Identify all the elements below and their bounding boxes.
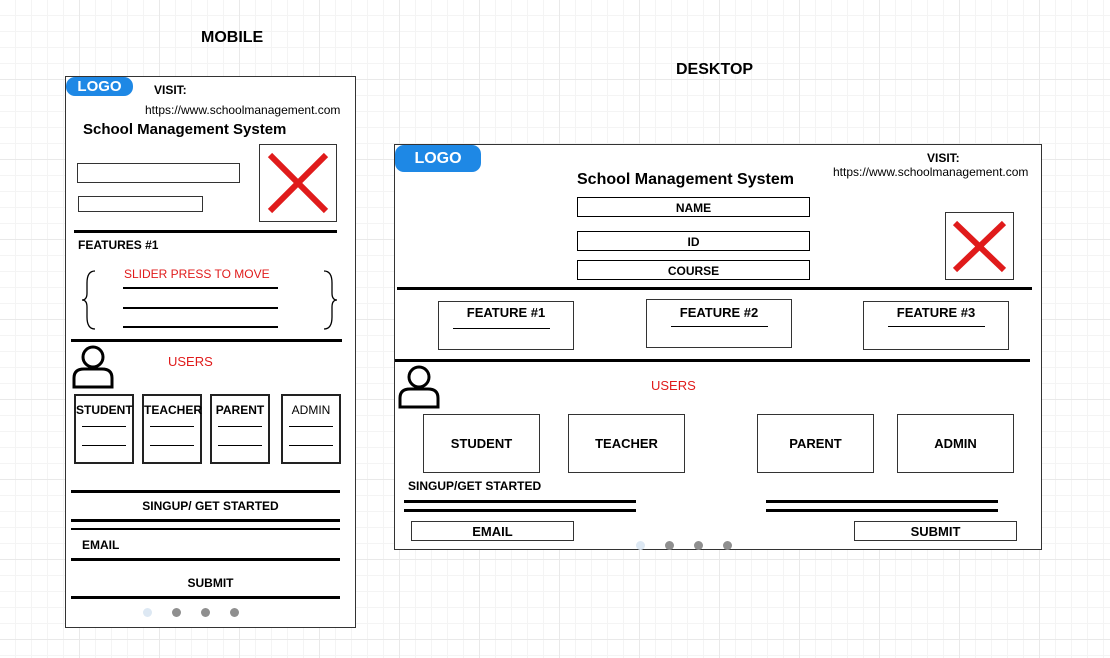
card-label: PARENT <box>215 403 265 417</box>
features-heading: FEATURES #1 <box>78 238 159 252</box>
left-brace-icon <box>81 270 96 330</box>
slider-hint: SLIDER PRESS TO MOVE <box>124 267 270 281</box>
slider-line[interactable] <box>123 326 278 328</box>
feature-label: FEATURE #2 <box>679 305 759 320</box>
site-url-link[interactable]: https://www.schoolmanagement.com <box>833 165 1029 179</box>
divider <box>71 596 340 599</box>
text-input[interactable] <box>78 196 203 212</box>
user-icon <box>398 365 440 409</box>
page-title: School Management System <box>83 121 287 138</box>
close-icon <box>267 152 329 214</box>
users-label: USERS <box>651 378 696 393</box>
pager-dot[interactable] <box>201 608 210 617</box>
pager-dot[interactable] <box>665 541 674 550</box>
field-label: EMAIL <box>472 524 513 539</box>
button-label: SUBMIT <box>910 524 961 539</box>
image-placeholder <box>945 212 1014 280</box>
pager-dot[interactable] <box>694 541 703 550</box>
page-title: School Management System <box>577 171 794 188</box>
divider <box>71 519 340 522</box>
field-label: NAME <box>675 201 712 215</box>
card-line <box>289 445 333 446</box>
users-label: USERS <box>168 354 213 369</box>
divider <box>766 509 998 512</box>
user-icon <box>72 345 114 389</box>
field-label: ID <box>687 235 700 249</box>
course-field[interactable]: COURSE <box>577 260 810 280</box>
card-line <box>150 426 194 427</box>
pager-dot[interactable] <box>143 608 152 617</box>
logo-badge[interactable]: LOGO <box>395 145 481 172</box>
slider-line[interactable] <box>123 307 278 309</box>
user-card-admin[interactable]: ADMIN <box>281 394 341 464</box>
email-field[interactable]: EMAIL <box>411 521 574 541</box>
user-card-teacher[interactable]: TEACHER <box>142 394 202 464</box>
card-label: TEACHER <box>595 436 658 451</box>
user-card-student[interactable]: STUDENT <box>423 414 540 473</box>
divider <box>74 230 337 233</box>
desktop-heading: DESKTOP <box>676 61 754 78</box>
text-input[interactable] <box>77 163 240 183</box>
signup-label: SINGUP/GET STARTED <box>408 479 542 493</box>
card-label: TEACHER <box>144 403 203 417</box>
user-card-parent[interactable]: PARENT <box>210 394 270 464</box>
card-line <box>888 326 985 327</box>
divider <box>71 558 340 561</box>
mobile-frame: LOGO VISIT: https://www.schoolmanagement… <box>65 76 356 628</box>
feature-label: FEATURE #1 <box>466 305 546 320</box>
logo-badge[interactable]: LOGO <box>66 77 133 96</box>
divider <box>71 490 340 493</box>
card-line <box>82 426 126 427</box>
name-field[interactable]: NAME <box>577 197 810 217</box>
mobile-heading: MOBILE <box>201 29 264 46</box>
site-url-link[interactable]: https://www.schoolmanagement.com <box>145 103 341 117</box>
field-label: COURSE <box>667 264 720 278</box>
card-label: PARENT <box>789 436 842 451</box>
feature-card-2[interactable]: FEATURE #2 <box>646 299 792 348</box>
visit-label: VISIT: <box>154 83 187 97</box>
divider <box>71 339 342 342</box>
pager-dot[interactable] <box>636 541 645 550</box>
card-label: STUDENT <box>76 403 133 417</box>
divider <box>395 359 1030 362</box>
signup-label: SINGUP/ GET STARTED <box>142 499 279 513</box>
feature-card-3[interactable]: FEATURE #3 <box>863 301 1009 350</box>
card-label: ADMIN <box>934 436 977 451</box>
pager-dot[interactable] <box>230 608 239 617</box>
submit-button[interactable]: SUBMIT <box>187 576 234 590</box>
card-line <box>150 445 194 446</box>
close-icon <box>952 220 1007 273</box>
user-card-admin[interactable]: ADMIN <box>897 414 1014 473</box>
image-placeholder <box>259 144 337 222</box>
card-line <box>82 445 126 446</box>
id-field[interactable]: ID <box>577 231 810 251</box>
feature-label: FEATURE #3 <box>896 305 976 320</box>
divider <box>766 500 998 503</box>
submit-button[interactable]: SUBMIT <box>854 521 1017 541</box>
desktop-frame: LOGO School Management System VISIT: htt… <box>394 144 1042 550</box>
card-line <box>671 326 768 327</box>
divider <box>404 500 636 503</box>
card-line <box>218 445 262 446</box>
card-line <box>453 328 550 329</box>
user-card-teacher[interactable]: TEACHER <box>568 414 685 473</box>
card-line <box>218 426 262 427</box>
right-brace-icon <box>323 270 338 330</box>
card-label: STUDENT <box>450 436 513 451</box>
divider <box>404 509 636 512</box>
user-card-parent[interactable]: PARENT <box>757 414 874 473</box>
slider-line[interactable] <box>123 287 278 289</box>
user-card-student[interactable]: STUDENT <box>74 394 134 464</box>
feature-card-1[interactable]: FEATURE #1 <box>438 301 574 350</box>
visit-label: VISIT: <box>927 151 960 165</box>
divider <box>397 287 1032 290</box>
divider <box>71 528 340 530</box>
pager-dot[interactable] <box>172 608 181 617</box>
email-field[interactable]: EMAIL <box>82 538 120 552</box>
card-line <box>289 426 333 427</box>
card-label: ADMIN <box>291 403 331 417</box>
pager-dot[interactable] <box>723 541 732 550</box>
